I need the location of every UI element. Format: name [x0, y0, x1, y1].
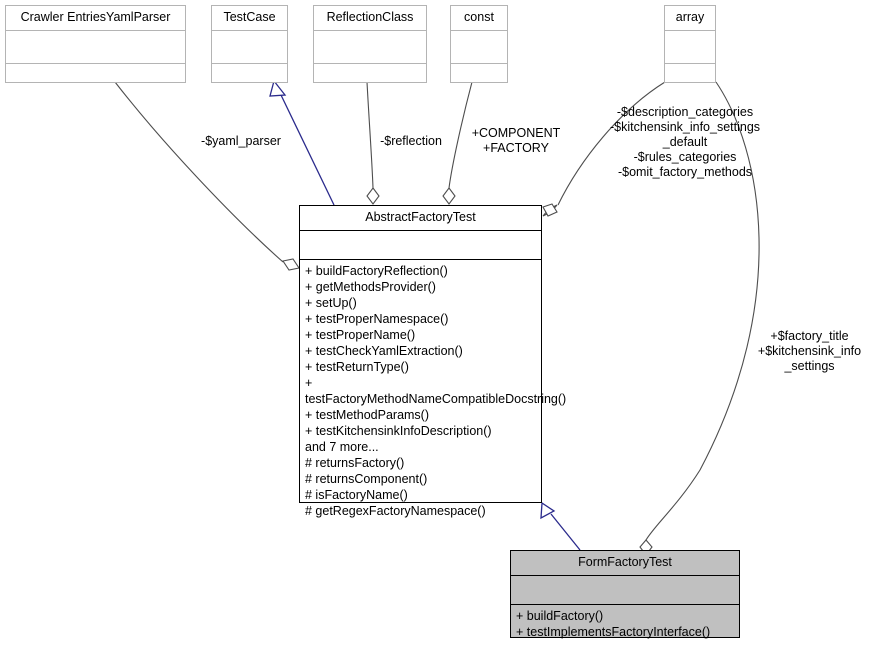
- operation-item: + testCheckYamlExtraction(): [305, 344, 463, 358]
- operation-item: # isFactoryName(): [305, 488, 408, 502]
- class-attributes: [314, 31, 426, 64]
- class-box-crawler-entries-yaml-parser[interactable]: Crawler EntriesYamlParser: [5, 5, 186, 83]
- operation-item: + testReturnType(): [305, 360, 409, 374]
- operation-item: and 7 more...: [305, 440, 379, 454]
- operation-item: + testProperName(): [305, 328, 416, 342]
- operation-item: + testImplementsFactoryInterface(): [516, 625, 711, 639]
- operation-item: + testProperNamespace(): [305, 312, 449, 326]
- class-title: FormFactoryTest: [511, 551, 739, 576]
- edge-yaml-parser-aggregation: [114, 81, 300, 271]
- operation-item: # returnsComponent(): [305, 472, 428, 486]
- class-title: TestCase: [212, 6, 287, 31]
- class-box-abstractfactorytest[interactable]: AbstractFactoryTest + buildFactoryReflec…: [299, 205, 566, 518]
- class-operations: [212, 64, 287, 97]
- edge-formfactory-generalization: [540, 501, 581, 551]
- class-attributes: [6, 31, 185, 64]
- operation-item: + getMethodsProvider(): [305, 280, 436, 294]
- class-operations: [451, 64, 507, 97]
- class-attributes: [300, 231, 541, 260]
- class-box-const[interactable]: const: [450, 5, 508, 83]
- class-title: array: [665, 6, 715, 31]
- class-title: AbstractFactoryTest: [300, 206, 541, 231]
- class-title: Crawler EntriesYamlParser: [6, 6, 185, 31]
- operation-item: + testKitchensinkInfoDescription(): [305, 424, 492, 438]
- operation-item: + testMethodParams(): [305, 408, 430, 422]
- class-box-formfactorytest[interactable]: FormFactoryTest + buildFactory() + testIm…: [510, 550, 740, 639]
- class-operations: + buildFactoryReflection() + getMethodsPr…: [300, 260, 567, 523]
- class-box-reflectionclass[interactable]: ReflectionClass: [313, 5, 427, 83]
- operation-item: + buildFactory(): [516, 609, 604, 623]
- class-box-testcase[interactable]: TestCase: [211, 5, 288, 83]
- class-operations: [665, 64, 715, 97]
- edge-label-reflection: -$reflection: [380, 134, 442, 148]
- operation-item: + setUp(): [305, 296, 357, 310]
- operation-item: + testFactoryMethodNameCompatibleDocstri…: [305, 376, 567, 406]
- class-attributes: [451, 31, 507, 64]
- operation-item: + buildFactoryReflection(): [305, 264, 448, 278]
- class-attributes: [212, 31, 287, 64]
- class-operations: + buildFactory() + testImplementsFactoryI…: [511, 605, 739, 644]
- class-title: const: [451, 6, 507, 31]
- operation-item: # returnsFactory(): [305, 456, 405, 470]
- edge-label-yaml-parser: -$yaml_parser: [201, 134, 281, 148]
- class-title: ReflectionClass: [314, 6, 426, 31]
- class-box-array[interactable]: array: [664, 5, 716, 83]
- edge-label-array-formfactory-roles: +$factory_title +$kitchensink_info _sett…: [757, 329, 862, 373]
- class-operations: [6, 64, 185, 97]
- class-attributes: [665, 31, 715, 64]
- operation-item: # getRegexFactoryNamespace(): [305, 504, 486, 518]
- class-operations: [314, 64, 426, 97]
- class-attributes: [511, 576, 739, 605]
- edge-label-array-abstract-roles: -$description_categories -$kitchensink_i…: [609, 105, 761, 179]
- edge-label-const-roles: +COMPONENT +FACTORY: [471, 126, 561, 155]
